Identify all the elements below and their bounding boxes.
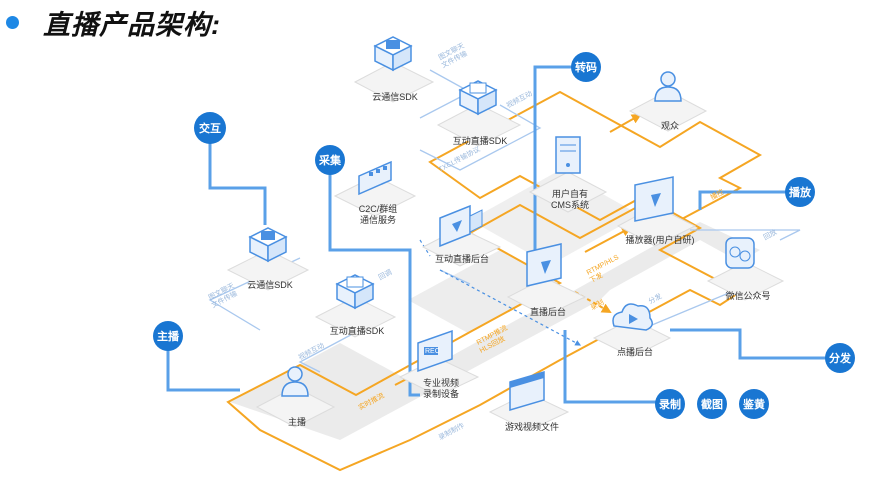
label-viewer: 观众 bbox=[661, 121, 679, 131]
sdk-box-icon bbox=[458, 80, 498, 116]
label-sdk-live-left: 互动直播SDK bbox=[330, 325, 385, 336]
label-pro-device-2: 录制设备 bbox=[423, 388, 459, 399]
server-icon bbox=[555, 136, 581, 174]
svg-text:分发: 分发 bbox=[829, 351, 852, 365]
flow-label-control: 播控 bbox=[709, 187, 726, 202]
svg-text:REC: REC bbox=[425, 348, 440, 355]
badge-play: 播放 bbox=[785, 177, 815, 207]
label-game-video: 游戏视频文件 bbox=[505, 421, 559, 432]
label-live-console: 互动直播后台 bbox=[435, 253, 489, 264]
svg-text:录制: 录制 bbox=[659, 397, 681, 411]
node-labels: 云通信SDK 互动直播SDK C2C/群组 通信服务 互动直播后台 用户自有 C… bbox=[247, 91, 770, 432]
svg-text:鉴黄: 鉴黄 bbox=[742, 397, 765, 411]
player-screen-icon bbox=[634, 176, 674, 222]
label-live-backend: 直播后台 bbox=[530, 306, 566, 317]
title-row: 直播产品架构: bbox=[6, 2, 221, 42]
person-icon bbox=[654, 71, 682, 102]
page-title: 直播产品架构: bbox=[43, 9, 221, 40]
badge-collect: 采集 bbox=[315, 145, 345, 175]
flow-label-live-interact-a: 视频互动 bbox=[505, 89, 534, 110]
svg-text:播放: 播放 bbox=[789, 185, 812, 199]
badge-record: 录制 bbox=[655, 389, 685, 419]
host-person-icon bbox=[281, 366, 309, 397]
flow-label-split-a: 分发 bbox=[647, 291, 664, 306]
label-wechat: 微信公众号 bbox=[725, 290, 770, 301]
rec-device-icon: REC bbox=[417, 329, 453, 373]
sdk-box-icon bbox=[373, 36, 413, 72]
video-camera-icon bbox=[439, 204, 483, 248]
label-cms-2: CMS系统 bbox=[551, 199, 589, 210]
label-c2c-1: C2C/群组 bbox=[359, 203, 398, 214]
sdk-box-icon bbox=[335, 274, 375, 310]
sdk-box-icon bbox=[248, 227, 288, 263]
clapperboard-icon bbox=[509, 370, 545, 412]
label-sdk-im-left: 云通信SDK bbox=[247, 279, 293, 290]
badge-interact: 交互 bbox=[194, 112, 226, 144]
cloud-play-icon bbox=[612, 303, 653, 331]
label-cms-1: 用户自有 bbox=[552, 188, 588, 199]
label-pro-device-1: 专业视频 bbox=[423, 377, 459, 388]
badge-transcode: 转码 bbox=[571, 52, 601, 82]
label-c2c-2: 通信服务 bbox=[360, 214, 396, 225]
svg-text:截图: 截图 bbox=[701, 397, 723, 411]
badge-porn-check: 鉴黄 bbox=[739, 389, 769, 419]
label-player: 播放器(用户自研) bbox=[626, 234, 695, 245]
label-sdk-live-top: 互动直播SDK bbox=[453, 135, 508, 146]
svg-text:主播: 主播 bbox=[157, 329, 180, 343]
label-host: 主播 bbox=[288, 416, 306, 427]
svg-text:转码: 转码 bbox=[575, 60, 597, 74]
label-sdk-im-top: 云通信SDK bbox=[372, 91, 418, 102]
dashed-flow-lines bbox=[419, 239, 582, 346]
wechat-icon bbox=[725, 237, 755, 269]
monitor-icon bbox=[526, 243, 562, 287]
badge-anchor: 主播 bbox=[153, 321, 183, 351]
flow-label-callback: 回调 bbox=[377, 267, 394, 282]
title-bullet-icon bbox=[6, 15, 19, 29]
badge-screenshot: 截图 bbox=[697, 389, 727, 419]
svg-text:交互: 交互 bbox=[199, 121, 221, 135]
yellow-flow-path bbox=[226, 90, 763, 472]
svg-text:采集: 采集 bbox=[318, 153, 342, 167]
label-vod-backend: 点播后台 bbox=[617, 346, 653, 357]
badge-distribute: 分发 bbox=[825, 343, 855, 373]
chat-bubbles-icon bbox=[358, 160, 392, 196]
